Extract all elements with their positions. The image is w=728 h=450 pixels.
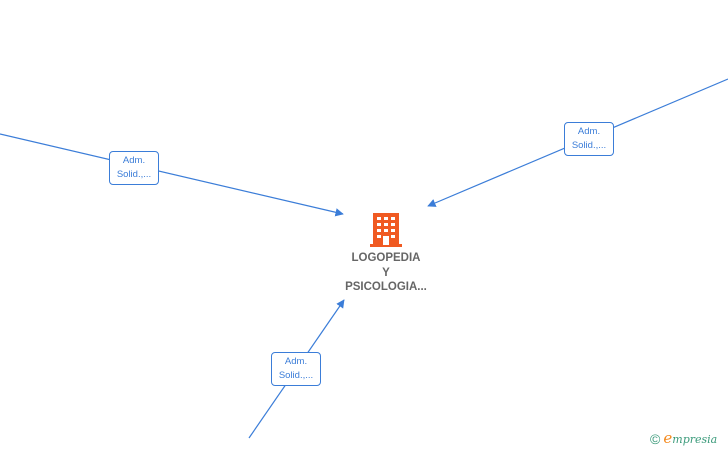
- relation-role-detail: Solid.,...: [571, 140, 607, 151]
- relation-role: Adm.: [284, 356, 308, 367]
- building-icon: [370, 213, 402, 247]
- company-name: LOGOPEDIA Y PSICOLOGIA...: [330, 251, 442, 295]
- company-name-line: PSICOLOGIA...: [345, 281, 427, 293]
- relation-role: Adm.: [122, 155, 146, 166]
- edge-left: [0, 133, 344, 217]
- copyright-icon: ©: [650, 431, 661, 447]
- brand-logo-text: mpresia: [672, 433, 718, 446]
- relation-label-bottom[interactable]: Adm. Solid.,...: [271, 352, 321, 386]
- company-name-line: Y: [382, 266, 390, 279]
- company-node[interactable]: LOGOPEDIA Y PSICOLOGIA...: [330, 212, 442, 295]
- relation-role: Adm.: [577, 126, 601, 137]
- relation-label-right[interactable]: Adm. Solid.,...: [564, 122, 614, 156]
- brand-logo-letter: e: [663, 429, 673, 447]
- relation-label-left[interactable]: Adm. Solid.,...: [109, 151, 159, 185]
- relation-role-detail: Solid.,...: [278, 370, 314, 381]
- empresia-watermark: © empresia: [650, 429, 717, 447]
- relation-role-detail: Solid.,...: [116, 169, 152, 180]
- company-name-line: LOGOPEDIA: [351, 252, 421, 264]
